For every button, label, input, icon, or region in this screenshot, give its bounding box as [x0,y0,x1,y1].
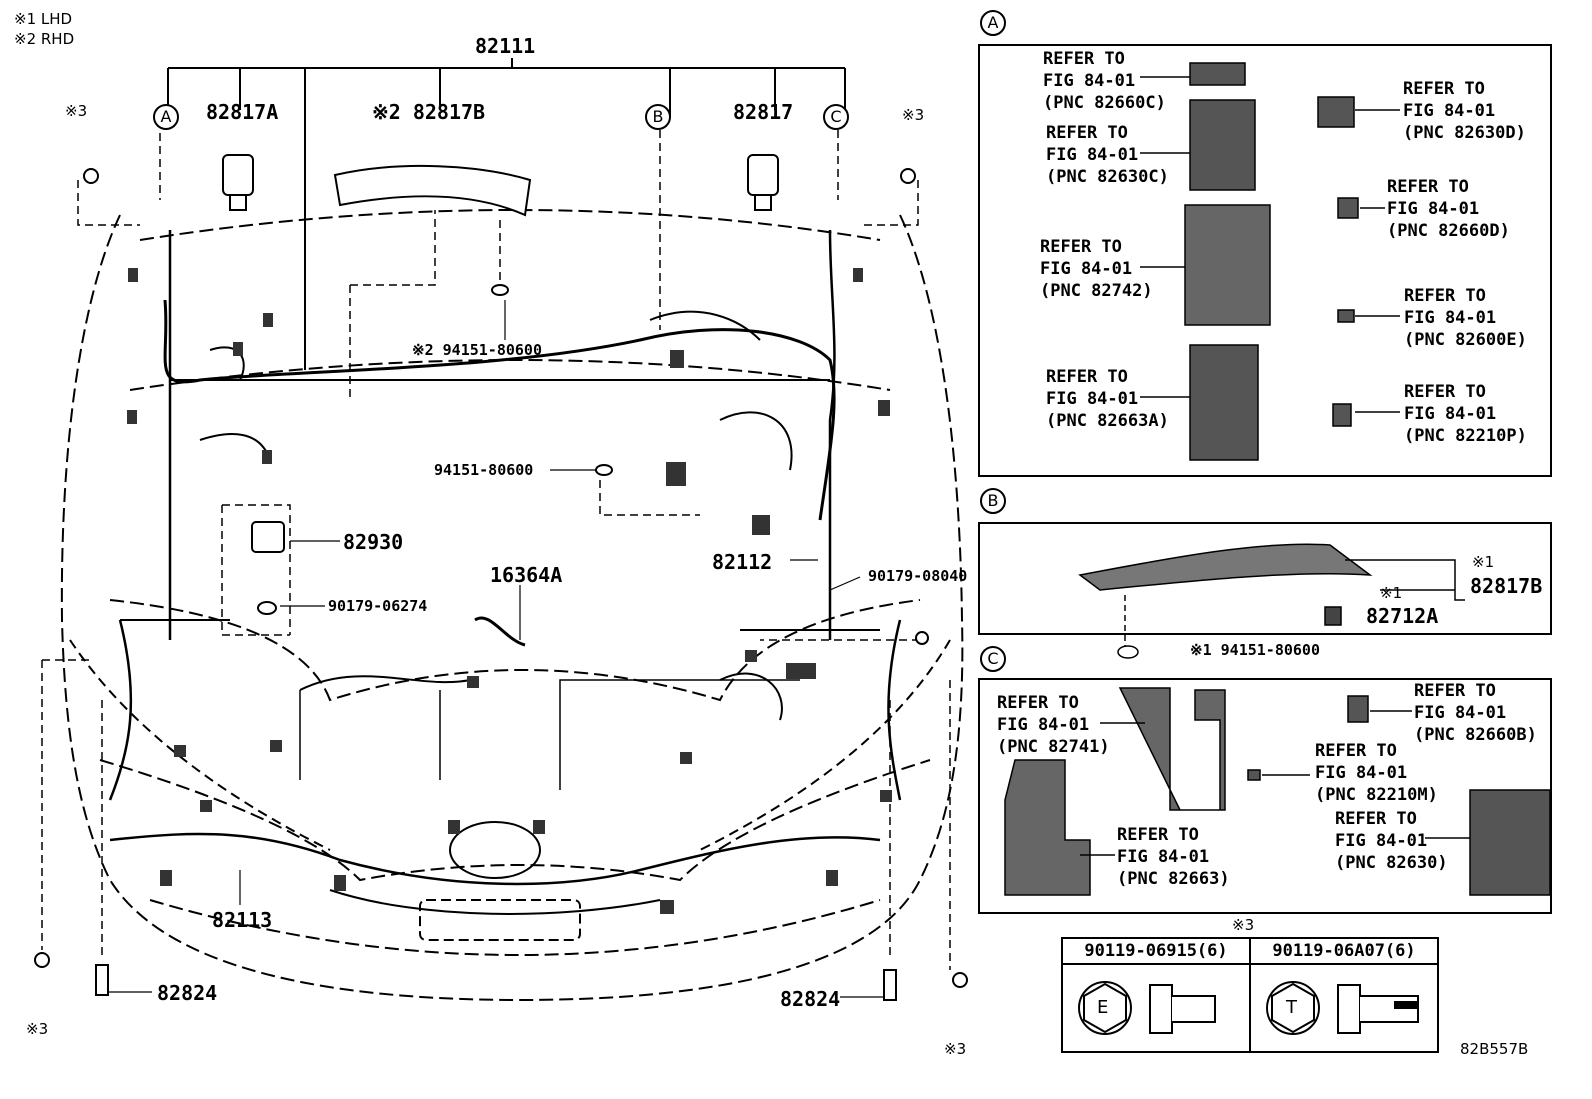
fastener-col2-header: 90119-06A07(6) [1249,937,1439,965]
ref-82741: REFER TO FIG 84-01 (PNC 82741) [997,693,1110,757]
panel-c-label: C [980,646,1006,672]
part-82111: 82111 [475,34,536,58]
part-82817A: 82817A [206,100,279,124]
mark-s3-table: ※3 [1232,916,1255,934]
figure-code: 82B557B [1460,1040,1529,1058]
ref-82630D: REFER TO FIG 84-01 (PNC 82630D) [1403,79,1526,143]
part-94151-b: ※1 94151-80600 [1190,641,1320,659]
mark-s1-b2: ※1 [1380,584,1403,602]
ref-82210P: REFER TO FIG 84-01 (PNC 82210P) [1404,382,1527,446]
fastener-col2-drawing [1249,963,1439,1053]
ref-82630C: REFER TO FIG 84-01 (PNC 82630C) [1046,123,1169,187]
fastener-col1-header: 90119-06915(6) [1061,937,1251,965]
legend-lhd: ※1 LHD [14,10,73,28]
part-94151: 94151-80600 [434,461,534,479]
mark-s3-tr: ※3 [902,106,925,124]
callout-c: C [823,104,849,130]
part-82113: 82113 [212,908,273,932]
part-90179-06274: 90179-06274 [328,597,428,615]
panel-a-frame [978,44,1552,477]
panel-a-label: A [980,10,1006,36]
fastener-symbol-t: T [1286,997,1297,1018]
part-90179-08040: 90179-08040 [868,567,968,585]
ref-82630: REFER TO FIG 84-01 (PNC 82630) [1335,809,1448,873]
part-82112: 82112 [712,550,773,574]
callout-a: A [153,104,179,130]
part-82817B: ※2 82817B [372,100,486,124]
callout-b: B [645,104,671,130]
ref-82660B: REFER TO FIG 84-01 (PNC 82660B) [1414,681,1537,745]
part-82930: 82930 [343,530,404,554]
part-82817: 82817 [733,100,794,124]
fastener-table: 90119-06915(6) 90119-06A07(6) [1061,937,1439,1053]
part-82824-right: 82824 [780,987,841,1011]
panel-c-frame [978,678,1552,914]
ref-82210M: REFER TO FIG 84-01 (PNC 82210M) [1315,741,1438,805]
mark-s3-tl: ※3 [65,102,88,120]
mark-s3-br: ※3 [944,1040,967,1058]
panel-b-frame [978,522,1552,635]
mark-s3-bl: ※3 [26,1020,49,1038]
part-94151-rhd: ※2 94151-80600 [412,341,542,359]
part-82712A: 82712A [1366,604,1439,628]
ref-82600E: REFER TO FIG 84-01 (PNC 82600E) [1404,286,1527,350]
legend-rhd: ※2 RHD [14,30,75,48]
fastener-symbol-e: E [1097,997,1109,1018]
ref-82742: REFER TO FIG 84-01 (PNC 82742) [1040,237,1153,301]
fastener-col1-drawing [1061,963,1251,1053]
mark-s1-b1: ※1 [1472,553,1495,571]
part-82824-left: 82824 [157,981,218,1005]
ref-82660D: REFER TO FIG 84-01 (PNC 82660D) [1387,177,1510,241]
part-16364A: 16364A [490,563,563,587]
ref-82660C: REFER TO FIG 84-01 (PNC 82660C) [1043,49,1166,113]
ref-82663A: REFER TO FIG 84-01 (PNC 82663A) [1046,367,1169,431]
panel-b-label: B [980,488,1006,514]
ref-82663: REFER TO FIG 84-01 (PNC 82663) [1117,825,1230,889]
part-82817B-b: 82817B [1470,574,1543,598]
